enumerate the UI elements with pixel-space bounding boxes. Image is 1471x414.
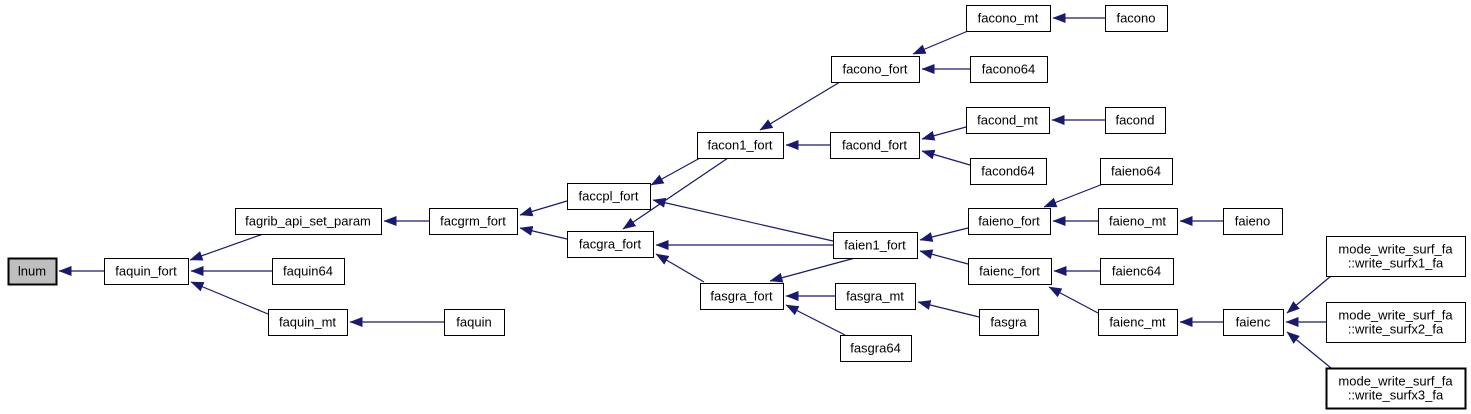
node-label: facon1_fort bbox=[707, 138, 772, 153]
edge-fagrib-api-set-param-to-faquin-fort bbox=[189, 233, 264, 261]
node-label: facond64 bbox=[981, 164, 1035, 179]
edge-faieno64-to-faieno-fort bbox=[1043, 183, 1104, 208]
edge-faquin-mt-to-faquin-fort bbox=[190, 281, 269, 315]
node-label: faquin_fort bbox=[115, 264, 177, 279]
edge-faccpl-fort-to-facgrm-fort bbox=[519, 200, 568, 217]
edge-facon1-fort-to-facgra-fort bbox=[622, 157, 729, 230]
node-label: lnum bbox=[18, 264, 46, 279]
edge-mode-write-surf-fa-write-surfx3-fa-to-faienc bbox=[1286, 331, 1332, 369]
node-label: fagrib_api_set_param bbox=[245, 214, 371, 229]
node-mode-write-surf-fa-write-surfx1-fa[interactable]: mode_write_surf_fa::write_surfx1_fa bbox=[1326, 236, 1466, 277]
node-label: faienc_fort bbox=[979, 264, 1040, 279]
edge-facono-mt-to-facono-fort bbox=[912, 30, 969, 55]
node-faquin[interactable]: faquin bbox=[444, 309, 505, 336]
node-label: faccpl_fort bbox=[579, 189, 639, 204]
edge-faien1-fort-to-fasgra-fort bbox=[769, 257, 856, 283]
node-faienc64[interactable]: faienc64 bbox=[1100, 258, 1174, 285]
edge-facono-fort-to-facon1-fort bbox=[759, 81, 841, 131]
node-label: faquin64 bbox=[283, 264, 333, 279]
node-label: faienc_mt bbox=[1109, 315, 1166, 330]
node-faquin-fort[interactable]: faquin_fort bbox=[104, 258, 189, 285]
edge-fasgra-fort-to-facgra-fort bbox=[655, 253, 705, 283]
node-facond64[interactable]: facond64 bbox=[970, 158, 1047, 185]
node-label: ::write_surfx1_fa bbox=[1348, 256, 1444, 271]
node-label: faienc bbox=[1236, 315, 1271, 330]
node-faieno[interactable]: faieno bbox=[1223, 208, 1283, 235]
node-label: fasgra_fort bbox=[710, 289, 773, 304]
node-fasgra[interactable]: fasgra bbox=[979, 309, 1039, 336]
node-facono-fort[interactable]: facono_fort bbox=[831, 56, 920, 83]
edge-faien1-fort-to-faccpl-fort bbox=[652, 197, 834, 242]
node-faieno64[interactable]: faieno64 bbox=[1100, 158, 1173, 185]
node-faienc-fort[interactable]: faienc_fort bbox=[968, 258, 1052, 285]
node-fasgra-fort[interactable]: fasgra_fort bbox=[700, 283, 784, 310]
node-label: fasgra64 bbox=[850, 341, 901, 356]
node-fagrib-api-set-param[interactable]: fagrib_api_set_param bbox=[235, 208, 382, 235]
node-faienc[interactable]: faienc bbox=[1223, 309, 1284, 336]
edge-facon1-fort-to-faccpl-fort bbox=[650, 157, 701, 186]
node-faquin64[interactable]: faquin64 bbox=[272, 258, 345, 285]
node-label: faquin bbox=[456, 315, 491, 330]
node-facono-mt[interactable]: facono_mt bbox=[966, 5, 1051, 32]
node-label: faieno_fort bbox=[978, 214, 1040, 229]
node-label: faquin_mt bbox=[279, 315, 336, 330]
edge-mode-write-surf-fa-write-surfx1-fa-to-faienc bbox=[1286, 275, 1332, 314]
node-facond-mt[interactable]: facond_mt bbox=[966, 107, 1050, 134]
node-label: fasgra bbox=[990, 315, 1027, 330]
node-label: faieno64 bbox=[1111, 164, 1161, 179]
node-mode-write-surf-fa-write-surfx2-fa[interactable]: mode_write_surf_fa::write_surfx2_fa bbox=[1326, 302, 1466, 343]
node-fasgra64[interactable]: fasgra64 bbox=[840, 335, 912, 362]
node-facono[interactable]: facono bbox=[1105, 5, 1168, 32]
node-label: facond_fort bbox=[842, 138, 907, 153]
node-label: faienc64 bbox=[1112, 264, 1161, 279]
edge-faieno-fort-to-faien1-fort bbox=[919, 227, 969, 242]
node-faienc-mt[interactable]: faienc_mt bbox=[1098, 309, 1178, 336]
node-faccpl-fort[interactable]: faccpl_fort bbox=[567, 183, 651, 210]
node-label: facono64 bbox=[982, 62, 1036, 77]
edge-fasgra64-to-fasgra-fort bbox=[785, 304, 846, 336]
node-label: mode_write_surf_fa bbox=[1338, 308, 1453, 323]
node-facgrm-fort[interactable]: facgrm_fort bbox=[429, 208, 518, 235]
node-label: mode_write_surf_fa bbox=[1338, 242, 1453, 257]
edge-facgra-fort-to-facgrm-fort bbox=[519, 225, 568, 240]
node-label: faieno bbox=[1235, 214, 1270, 229]
node-label: facono bbox=[1116, 11, 1155, 26]
node-label: faien1_fort bbox=[844, 238, 906, 253]
node-facono64[interactable]: facono64 bbox=[970, 56, 1048, 83]
edge-faienc-mt-to-faienc-fort bbox=[1048, 286, 1099, 314]
node-facgra-fort[interactable]: facgra_fort bbox=[567, 231, 654, 258]
node-faieno-fort[interactable]: faieno_fort bbox=[968, 208, 1051, 235]
node-faieno-mt[interactable]: faieno_mt bbox=[1098, 208, 1178, 235]
node-faquin-mt[interactable]: faquin_mt bbox=[268, 309, 348, 336]
edge-fasgra-to-fasgra-mt bbox=[917, 300, 980, 318]
node-facond[interactable]: facond bbox=[1105, 107, 1166, 134]
node-label: facgra_fort bbox=[579, 237, 642, 252]
node-label: facond_mt bbox=[977, 113, 1038, 128]
node-mode-write-surf-fa-write-surfx3-fa[interactable]: mode_write_surf_fa::write_surfx3_fa bbox=[1325, 367, 1467, 410]
edge-facond-mt-to-facond-fort bbox=[921, 126, 967, 141]
node-facon1-fort[interactable]: facon1_fort bbox=[697, 132, 784, 159]
edge-faienc-fort-to-faien1-fort bbox=[919, 249, 969, 265]
node-facond-fort[interactable]: facond_fort bbox=[830, 132, 920, 159]
node-label: ::write_surfx3_fa bbox=[1348, 388, 1444, 403]
node-lnum[interactable]: lnum bbox=[7, 257, 58, 286]
node-faien1-fort[interactable]: faien1_fort bbox=[833, 232, 918, 259]
node-label: facono_fort bbox=[842, 62, 907, 77]
node-label: ::write_surfx2_fa bbox=[1348, 322, 1444, 337]
node-label: fasgra_mt bbox=[846, 289, 904, 304]
node-fasgra-mt[interactable]: fasgra_mt bbox=[835, 283, 916, 310]
edge-facond64-to-facond-fort bbox=[921, 149, 971, 166]
node-label: mode_write_surf_fa bbox=[1338, 374, 1453, 389]
node-label: faieno_mt bbox=[1109, 214, 1166, 229]
node-label: facgrm_fort bbox=[440, 214, 506, 229]
node-label: facono_mt bbox=[978, 11, 1039, 26]
node-label: facond bbox=[1115, 113, 1154, 128]
